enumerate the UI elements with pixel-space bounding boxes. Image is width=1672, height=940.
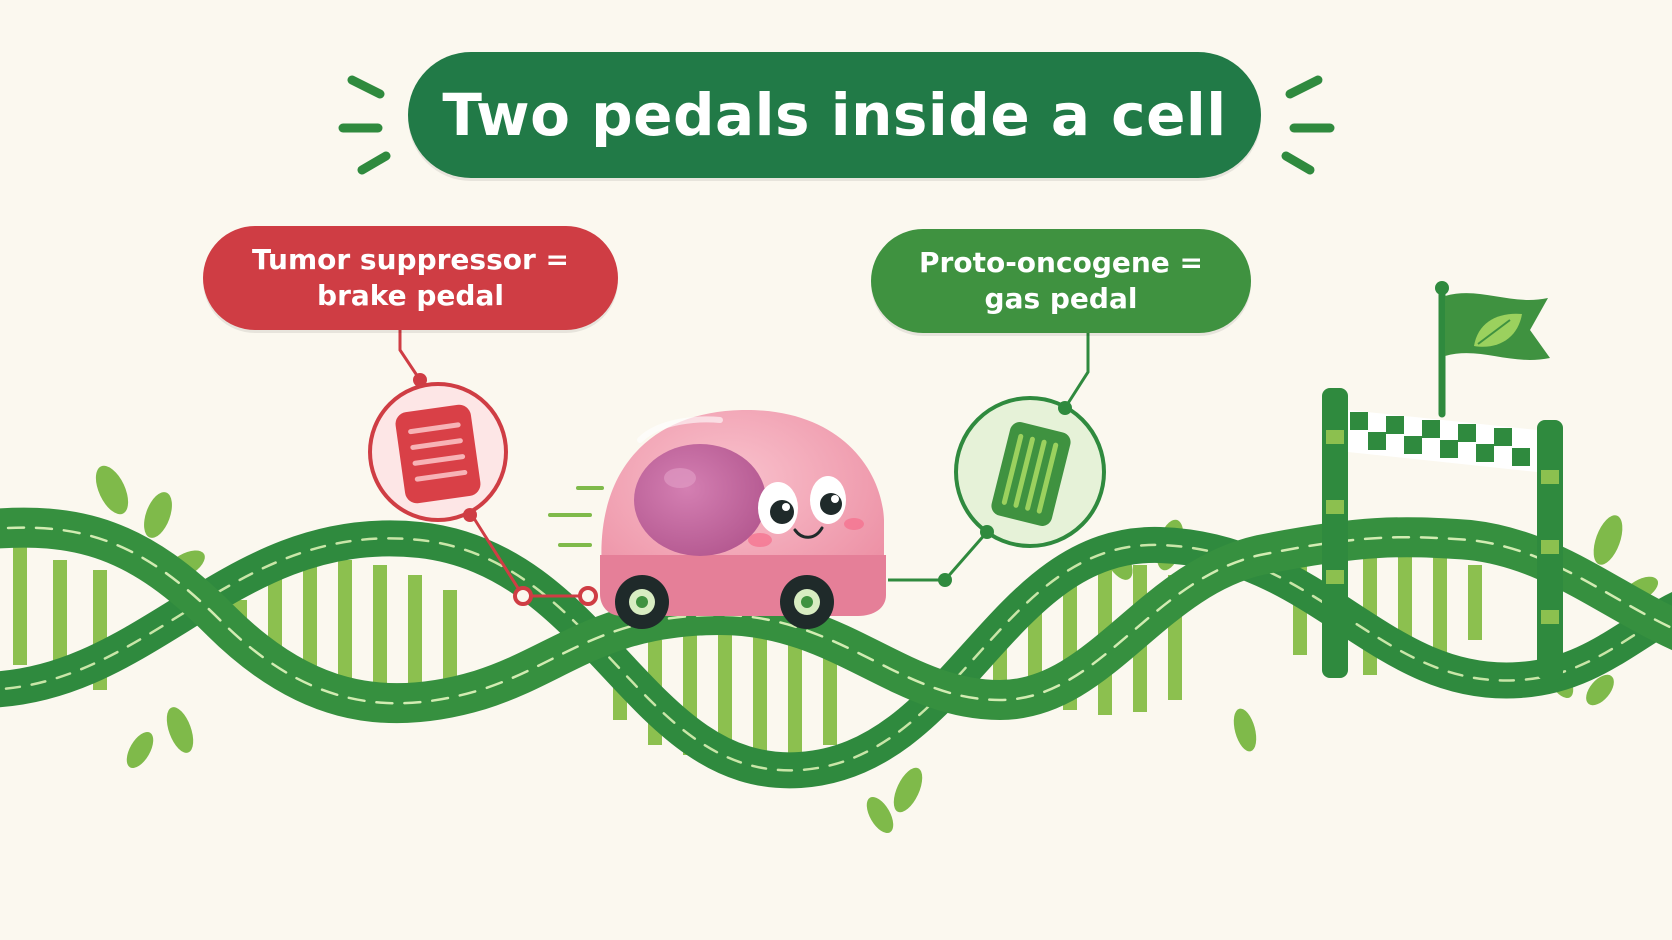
dna-strand-back	[0, 520, 1672, 789]
gas-label: Proto-oncogene = gas pedal	[871, 229, 1251, 333]
title-sparkles-right	[1281, 75, 1335, 175]
car-wheel-left	[615, 575, 669, 629]
brake-pedal-icon	[368, 373, 598, 606]
speed-lines	[548, 486, 604, 547]
car-wheel-right	[780, 575, 834, 629]
gas-label-text: Proto-oncogene = gas pedal	[919, 246, 1203, 315]
page-title: Two pedals inside a cell	[442, 81, 1227, 149]
finish-flag-icon	[1435, 281, 1550, 418]
title-sparkles-left	[338, 75, 391, 175]
finish-line	[1322, 281, 1563, 680]
brake-label-text: Tumor suppressor = brake pedal	[252, 243, 569, 312]
checkered-banner	[1348, 410, 1537, 472]
cell-car-icon	[548, 409, 886, 629]
dna-strand-front	[0, 507, 1672, 724]
title-banner: Two pedals inside a cell	[408, 52, 1261, 178]
gas-pedal-icon	[938, 396, 1106, 587]
brake-label: Tumor suppressor = brake pedal	[203, 226, 618, 330]
